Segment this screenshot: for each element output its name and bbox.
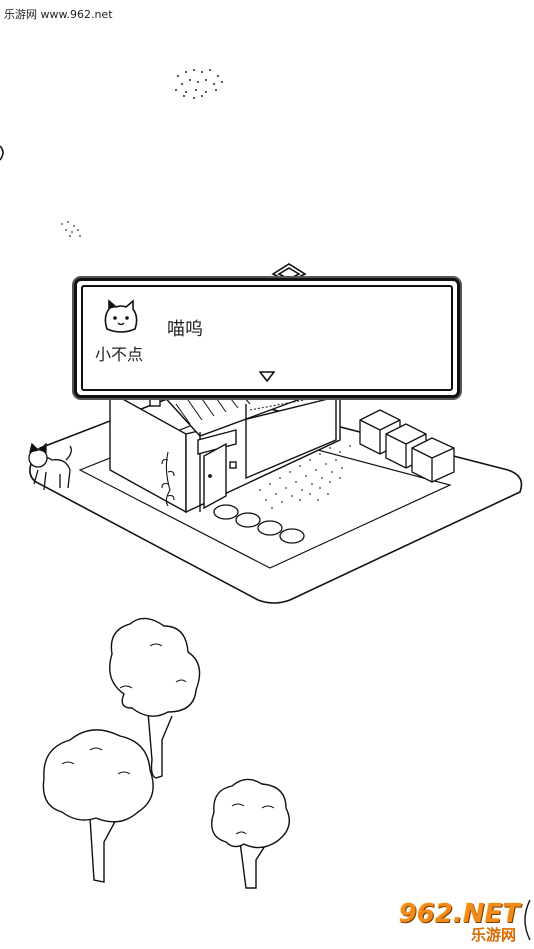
watermark-top: 乐游网 www.962.net: [4, 8, 113, 21]
logo-sub-text: 乐游网: [470, 926, 516, 944]
tree-right[interactable]: [211, 778, 290, 889]
dialog-inner-border: [81, 285, 453, 391]
tree-large[interactable]: [109, 617, 201, 779]
cloud-stipple-small: [61, 221, 81, 237]
site-logo-badge: 962.NET 乐游网: [398, 899, 528, 945]
cat-avatar-icon: [104, 299, 138, 333]
cloud-stipple: [175, 69, 223, 99]
speaker-name: 小不点: [95, 345, 144, 364]
garden-stipple: [259, 445, 351, 509]
dialog-message: 喵呜: [167, 319, 203, 340]
next-arrow-icon[interactable]: [259, 371, 275, 383]
logo-main-text: 962.NET: [398, 899, 520, 929]
vine-plant: [161, 451, 175, 507]
cat-character[interactable]: [28, 442, 72, 491]
offscreen-object: [0, 145, 4, 161]
house[interactable]: [109, 379, 341, 514]
dialog-box[interactable]: 小不点 喵呜: [74, 278, 460, 398]
corner-bush: [524, 899, 531, 941]
crates[interactable]: [359, 409, 455, 483]
tree-left[interactable]: [42, 729, 154, 883]
stepping-stones: [213, 504, 305, 544]
tree-leaf-marks: [61, 643, 275, 835]
